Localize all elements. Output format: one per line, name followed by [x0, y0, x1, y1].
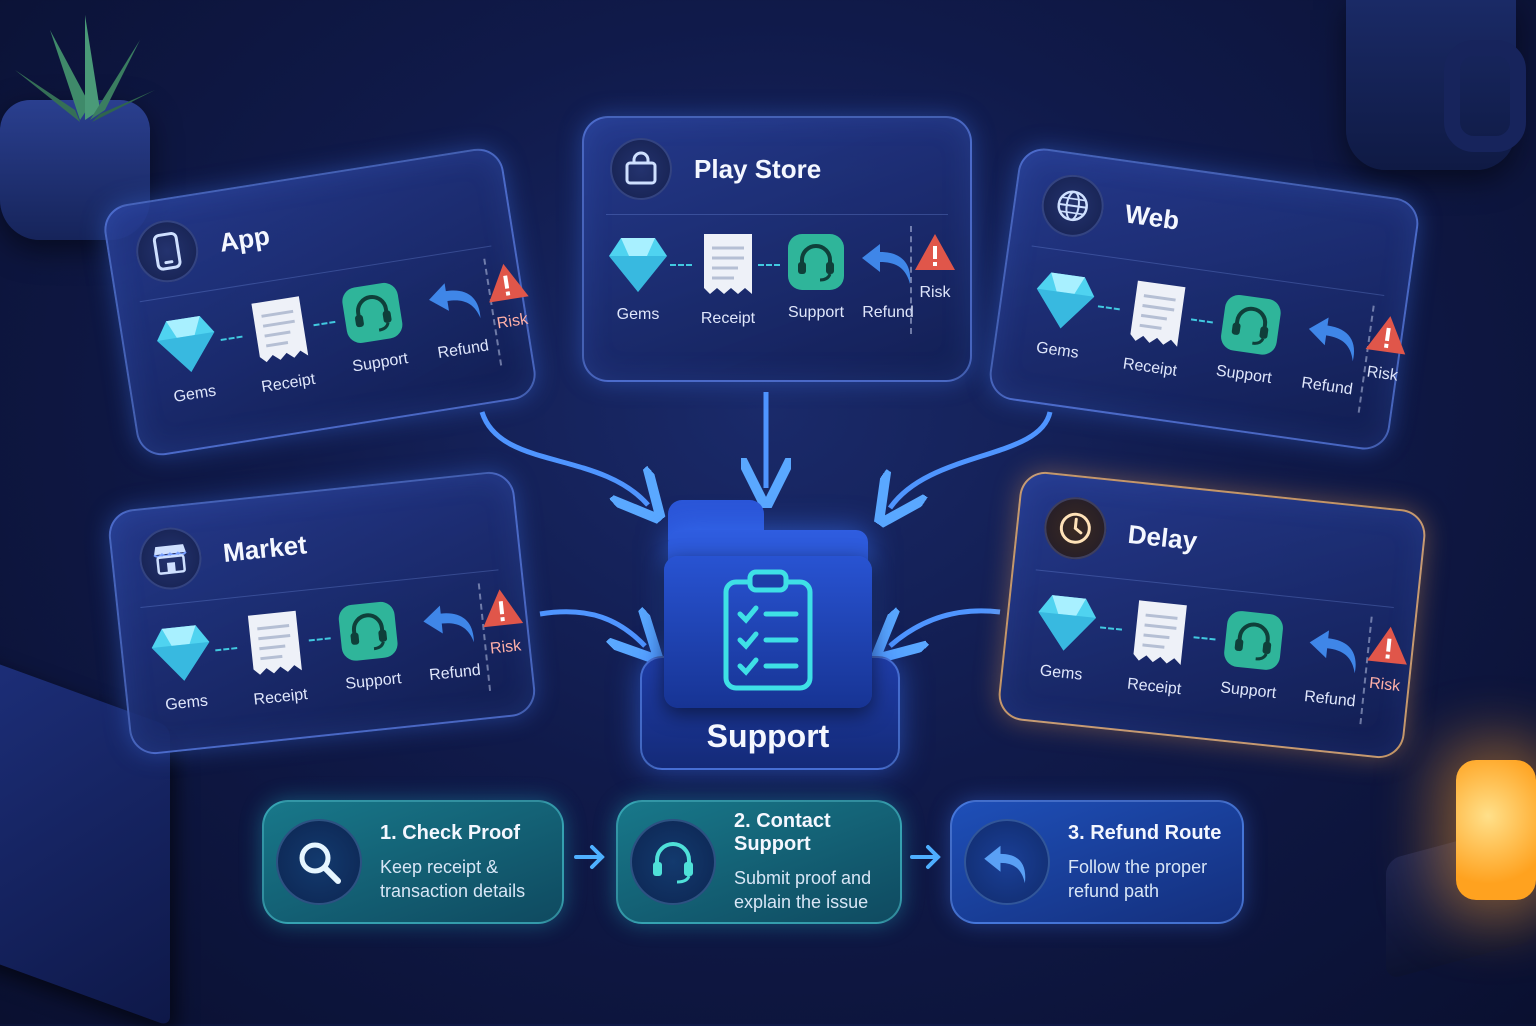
receipt-icon	[704, 234, 752, 294]
warning-triangle-icon	[1367, 626, 1407, 665]
gem-icon	[157, 315, 215, 372]
undo-arrow-icon	[1308, 317, 1354, 362]
headset-icon	[338, 601, 398, 661]
warning-triangle-icon	[483, 589, 524, 628]
storefront-icon	[136, 524, 205, 593]
gem-icon	[151, 625, 210, 681]
step-receipt: Receipt	[688, 230, 768, 328]
step-gems: Gems	[1020, 585, 1109, 687]
step-receipt: Receipt	[1113, 595, 1203, 701]
card-title: Play Store	[694, 153, 822, 184]
process-step-body: Submit proof and explain the issue	[734, 868, 872, 912]
globe-icon	[1037, 170, 1108, 241]
warning-triangle-icon	[1365, 316, 1406, 355]
headset-icon	[1221, 294, 1281, 355]
step-support: Support	[1208, 604, 1297, 704]
step-support: Support	[325, 595, 414, 695]
undo-arrow-icon	[862, 244, 911, 284]
card-title: Web	[1123, 197, 1182, 236]
arrow-delay-to-support	[890, 611, 1001, 646]
flow-row: Gems Receipt Support Refund Risk	[1014, 584, 1407, 743]
receipt-icon	[251, 296, 309, 363]
card-title: App	[217, 219, 272, 258]
magnifier-icon	[276, 819, 362, 905]
card-title: Market	[221, 528, 309, 568]
process-step-check-proof: 1. Check Proof Keep receipt & transactio…	[262, 800, 564, 924]
gem-icon	[609, 238, 667, 292]
flow-row: Gems Receipt Support Refund Risk	[134, 583, 524, 743]
flow-row: Gems Receipt Support Refund Risk	[1005, 260, 1406, 431]
process-step-title: 3. Refund Route	[1068, 821, 1222, 844]
process-step-contact-support: 2. Contact Support Submit proof and expl…	[616, 800, 902, 924]
succulent-plant-decoration	[15, 15, 155, 122]
step-gems: Gems	[598, 230, 678, 324]
step-receipt: Receipt	[235, 290, 329, 399]
step-receipt: Receipt	[232, 605, 322, 711]
process-step-body: Follow the proper refund path	[1068, 856, 1208, 901]
undo-arrow-icon	[423, 605, 474, 643]
arrow-right-icon	[574, 845, 605, 869]
arrow-market-to-support	[539, 612, 645, 646]
gem-icon	[1038, 595, 1097, 651]
mug-decoration	[1346, 0, 1526, 170]
step-support: Support	[328, 275, 421, 378]
lamp-decoration	[1456, 760, 1536, 900]
step-refund: Refund	[407, 587, 496, 687]
shopping-bag-icon	[610, 138, 672, 200]
step-risk: Risk	[1346, 307, 1425, 388]
receipt-icon	[247, 610, 302, 675]
support-hub: Support	[640, 500, 900, 770]
step-risk: Risk	[902, 230, 968, 302]
card-play-store: Play Store Gems Receipt Support Refund	[582, 116, 972, 382]
clock-icon	[1041, 494, 1110, 563]
process-step-refund-route: 3. Refund Route Follow the proper refund…	[950, 800, 1244, 924]
warning-triangle-icon	[489, 263, 529, 303]
warning-triangle-icon	[915, 234, 955, 270]
step-refund: Refund	[1289, 613, 1378, 713]
card-app: App Gems Receipt Support Refund	[100, 144, 540, 460]
headset-icon	[342, 282, 403, 343]
step-refund: Refund	[848, 230, 928, 322]
card-web: Web Gems Receipt Support Refund	[986, 145, 1422, 453]
step-risk: Risk	[1349, 619, 1426, 698]
arrow-right-icon	[910, 845, 941, 869]
flow-row: Gems Receipt Support Refund Risk	[598, 226, 956, 350]
step-gems: Gems	[138, 615, 227, 717]
process-step-title: 1. Check Proof	[380, 821, 521, 844]
step-refund: Refund	[1286, 299, 1378, 401]
step-receipt: Receipt	[1109, 274, 1202, 382]
phone-icon	[131, 215, 203, 287]
step-risk: Risk	[464, 582, 541, 661]
card-delay: Delay Gems Receipt Support Refund	[996, 469, 1428, 761]
hub-label: Support	[706, 718, 830, 754]
process-step-body: Keep receipt & transaction details	[380, 856, 526, 901]
process-step-title: 2. Contact Support	[734, 810, 831, 855]
step-gems: Gems	[1016, 261, 1108, 365]
undo-arrow-icon	[429, 283, 481, 319]
headset-icon	[630, 819, 716, 905]
step-risk: Risk	[468, 254, 548, 336]
step-support: Support	[1203, 288, 1295, 390]
step-refund: Refund	[411, 262, 504, 365]
flow-row: Gems Receipt Support Refund Risk	[134, 258, 529, 437]
receipt-icon	[1130, 280, 1186, 347]
step-gems: Gems	[142, 304, 236, 409]
card-market: Market Gems Receipt Support Refund	[106, 469, 538, 757]
headset-icon	[788, 234, 844, 290]
clipboard-checklist-icon	[723, 569, 813, 691]
step-support: Support	[776, 230, 856, 322]
gem-icon	[1036, 272, 1095, 329]
undo-arrow-icon	[964, 819, 1050, 905]
undo-arrow-icon	[1309, 630, 1356, 674]
card-title: Delay	[1126, 518, 1199, 556]
receipt-icon	[1133, 600, 1187, 665]
headset-icon	[1224, 611, 1283, 670]
